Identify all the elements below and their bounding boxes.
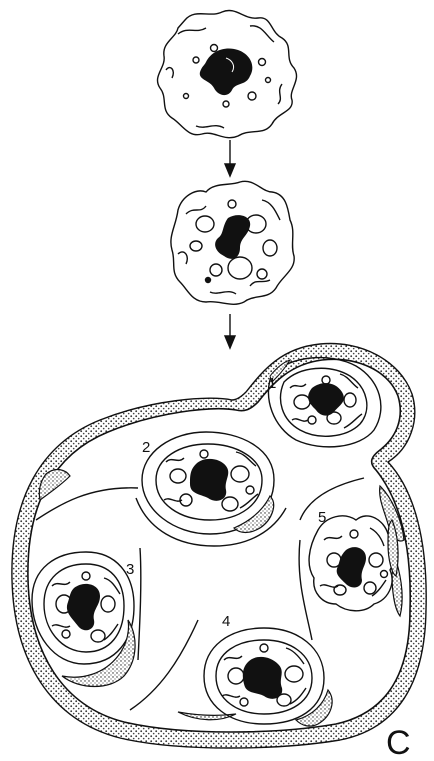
cell-label-4: 4 xyxy=(222,613,230,630)
arrow-2 xyxy=(225,314,235,348)
cell-label-3: 3 xyxy=(126,561,134,578)
arrow-1 xyxy=(225,140,235,176)
free-cell-middle-nucleus xyxy=(215,215,250,259)
cell-label-1: 1 xyxy=(268,375,276,392)
cell-label-5: 5 xyxy=(318,509,326,526)
granule xyxy=(205,277,211,283)
panel-label: C xyxy=(386,724,411,761)
cell-label-2: 2 xyxy=(142,439,150,456)
free-cell-top-nucleus xyxy=(200,49,253,96)
